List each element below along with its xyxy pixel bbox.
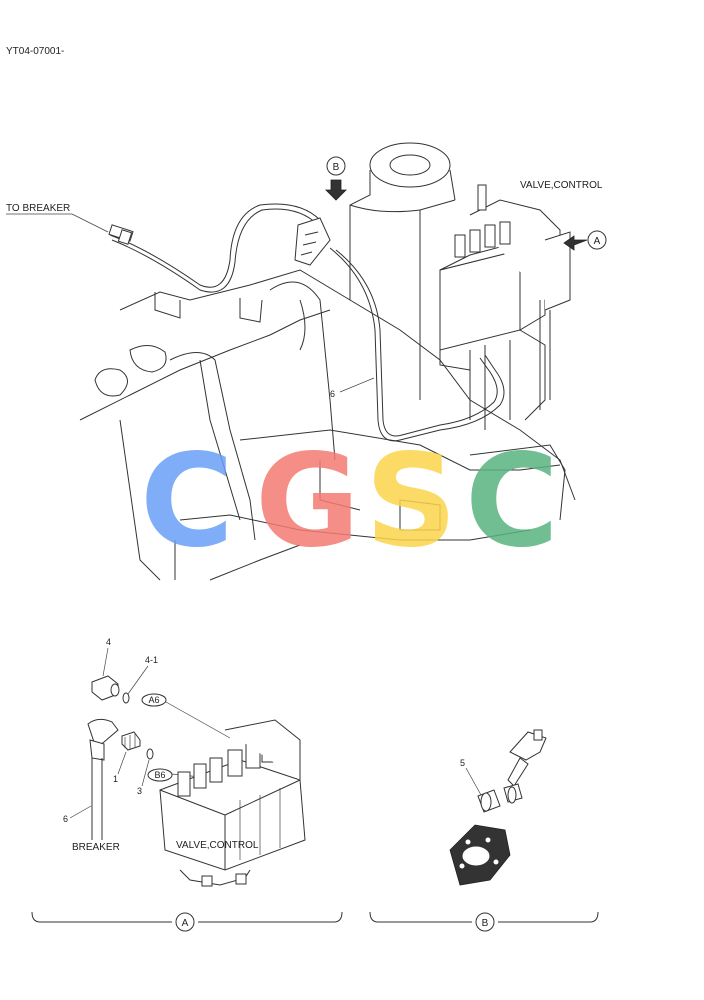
svg-text:5: 5 xyxy=(460,758,465,768)
view-b-marker: B xyxy=(325,156,347,201)
view-a-marker: A xyxy=(563,230,607,251)
watermark-letter-3: S xyxy=(365,427,457,576)
cgsc-watermark: C G S C xyxy=(140,427,559,576)
document-code: YT04-07001- xyxy=(6,46,64,57)
to-breaker-label: TO BREAKER xyxy=(6,203,70,214)
part-6-label-main: 6 xyxy=(330,389,335,399)
svg-text:B6: B6 xyxy=(154,770,165,780)
detail-b: 5 B xyxy=(369,729,599,932)
part-6-elbow-hose: 6 BREAKER xyxy=(63,718,120,853)
valve-control-label-detail: VALVE,CONTROL xyxy=(176,840,259,851)
control-valve-main xyxy=(439,184,571,430)
watermark-letter-1: C xyxy=(140,427,234,576)
part-1-adapter: 1 xyxy=(113,731,141,784)
control-valve-detail: VALVE,CONTROL xyxy=(159,719,306,887)
part-4-fitting: 4 xyxy=(91,637,120,701)
hose-6-main xyxy=(108,203,505,442)
tag-a6: A6 xyxy=(141,693,231,739)
watermark-letter-2: G xyxy=(255,427,360,576)
pilot-valve-body xyxy=(449,824,511,886)
detail-a-label: A xyxy=(182,918,189,929)
watermark-letter-4: C xyxy=(465,427,559,576)
detail-a: 4 4-1 A6 6 BREAKER 1 xyxy=(31,637,343,932)
svg-text:4: 4 xyxy=(106,637,111,647)
svg-text:1: 1 xyxy=(113,774,118,784)
detail-b-label: B xyxy=(482,918,489,929)
part-3-oring: 3 xyxy=(137,748,154,796)
svg-text:A6: A6 xyxy=(148,695,159,705)
svg-text:B: B xyxy=(333,162,340,173)
part-4-1-oring: 4-1 xyxy=(122,655,158,704)
valve-control-label-main: VALVE,CONTROL xyxy=(520,180,603,191)
part-5-bushings: 5 xyxy=(460,758,523,813)
svg-text:A: A xyxy=(594,236,601,247)
breaker-label: BREAKER xyxy=(72,842,120,853)
svg-text:6: 6 xyxy=(63,814,68,824)
main-assembly-view: TO BREAKER VALVE,CONTROL A B 6 xyxy=(6,142,607,581)
svg-text:4-1: 4-1 xyxy=(145,655,158,665)
svg-text:3: 3 xyxy=(137,786,142,796)
